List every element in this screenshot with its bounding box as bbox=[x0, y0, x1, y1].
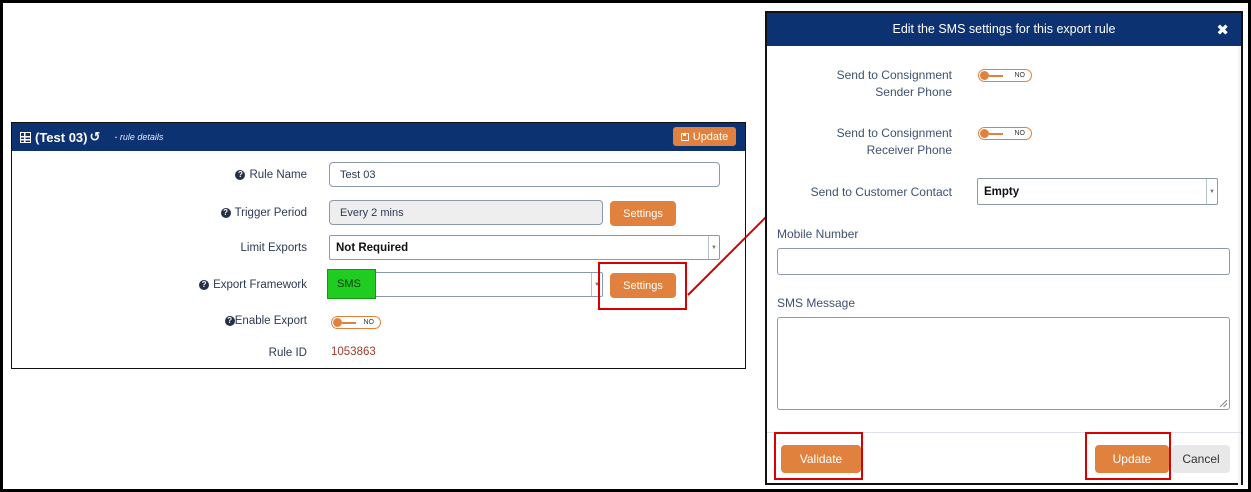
modal-scroll-edge bbox=[1238, 46, 1241, 486]
receiver-phone-label-line1: Send to Consignment bbox=[836, 126, 952, 140]
rule-id-value: 1053863 bbox=[331, 346, 376, 358]
modal-footer-divider bbox=[767, 432, 1241, 433]
help-icon[interactable]: ? bbox=[235, 170, 246, 180]
rule-name-label-text: Rule Name bbox=[249, 169, 307, 181]
export-framework-value: SMS bbox=[327, 269, 376, 299]
toggle-bar bbox=[989, 75, 1003, 77]
limit-exports-select[interactable]: Not Required ▼ bbox=[329, 235, 720, 260]
customer-contact-value: Empty bbox=[984, 185, 1020, 198]
customer-contact-select[interactable]: Empty ▼ bbox=[977, 178, 1218, 205]
trigger-period-input: Every 2 mins bbox=[329, 200, 603, 225]
toggle-text: NO bbox=[1014, 72, 1026, 79]
receiver-phone-toggle[interactable]: NO bbox=[978, 127, 1032, 140]
help-icon[interactable]: ? bbox=[220, 208, 231, 218]
rule-name-input[interactable]: Test 03 bbox=[329, 162, 720, 187]
sms-settings-modal: Edit the SMS settings for this export ru… bbox=[765, 11, 1243, 486]
toggle-knob bbox=[980, 71, 989, 80]
rule-name-label: ? Rule Name bbox=[235, 162, 307, 188]
rule-id-row: Rule ID 1053863 bbox=[12, 340, 745, 366]
chevron-down-icon: ▼ bbox=[708, 236, 719, 259]
toggle-bar bbox=[989, 133, 1003, 135]
toggle-text: NO bbox=[1014, 130, 1026, 137]
arrow-line bbox=[687, 204, 779, 296]
trigger-settings-button[interactable]: Settings bbox=[610, 201, 676, 226]
help-icon[interactable]: ? bbox=[199, 280, 210, 290]
rule-id-label: Rule ID bbox=[268, 347, 307, 359]
framework-settings-button[interactable]: Settings bbox=[610, 273, 676, 298]
rule-name-row: ? Rule Name Test 03 bbox=[12, 162, 745, 188]
modal-title: Edit the SMS settings for this export ru… bbox=[892, 22, 1116, 36]
enable-export-label: ? Enable Export bbox=[224, 308, 307, 334]
close-icon[interactable]: ✖ bbox=[1216, 22, 1229, 39]
sender-phone-label-line2: Sender Phone bbox=[875, 85, 952, 99]
receiver-phone-label-line2: Receiver Phone bbox=[866, 143, 952, 157]
chevron-down-icon: ▼ bbox=[591, 273, 602, 296]
sms-message-textarea[interactable] bbox=[777, 317, 1230, 410]
cancel-button[interactable]: Cancel bbox=[1172, 445, 1230, 473]
toggle-text: NO bbox=[363, 319, 375, 326]
toggle-knob bbox=[333, 318, 342, 327]
trigger-period-label: ? Trigger Period bbox=[220, 200, 307, 226]
validate-button[interactable]: Validate bbox=[781, 445, 861, 473]
modal-header: Edit the SMS settings for this export ru… bbox=[767, 13, 1241, 46]
rule-header: (Test 03) ↺ - rule details Update bbox=[12, 123, 745, 151]
sender-phone-toggle[interactable]: NO bbox=[978, 69, 1032, 82]
trigger-period-row: ? Trigger Period Every 2 mins Settings bbox=[12, 200, 745, 226]
mobile-number-input[interactable] bbox=[777, 248, 1230, 275]
sender-phone-label: Send to Consignment Sender Phone bbox=[837, 67, 952, 101]
enable-export-row: ? Enable Export NO bbox=[12, 308, 745, 334]
mobile-number-label: Mobile Number bbox=[777, 227, 859, 241]
sms-message-label: SMS Message bbox=[777, 296, 856, 310]
toggle-knob bbox=[980, 129, 989, 138]
enable-export-toggle[interactable]: NO bbox=[331, 316, 381, 329]
sender-phone-label-line1: Send to Consignment bbox=[836, 68, 952, 82]
chevron-down-icon: ▼ bbox=[1206, 179, 1217, 204]
history-icon[interactable]: ↺ bbox=[89, 129, 101, 144]
resize-handle-icon[interactable] bbox=[1220, 400, 1227, 407]
save-icon bbox=[680, 132, 689, 141]
header-update-label: Update bbox=[692, 130, 729, 143]
toggle-bar bbox=[342, 322, 356, 324]
enable-export-label-text: Enable Export bbox=[234, 315, 307, 327]
table-icon bbox=[20, 131, 31, 143]
help-icon[interactable]: ? bbox=[224, 316, 235, 326]
trigger-period-label-text: Trigger Period bbox=[234, 207, 307, 219]
receiver-phone-label: Send to Consignment Receiver Phone bbox=[837, 125, 952, 159]
rule-details-panel: (Test 03) ↺ - rule details Update ? Rule… bbox=[11, 122, 746, 369]
rule-title: (Test 03) bbox=[35, 129, 88, 145]
header-update-button[interactable]: Update bbox=[673, 127, 736, 146]
customer-contact-label: Send to Customer Contact bbox=[810, 185, 952, 199]
export-framework-row: ? Export Framework ▼ SMS Settings bbox=[12, 269, 745, 299]
limit-exports-label: Limit Exports bbox=[240, 242, 307, 254]
update-button[interactable]: Update bbox=[1095, 445, 1169, 473]
export-framework-label: ? Export Framework bbox=[199, 272, 307, 298]
limit-exports-row: Limit Exports Not Required ▼ bbox=[12, 235, 745, 261]
export-framework-label-text: Export Framework bbox=[213, 279, 307, 291]
limit-exports-value: Not Required bbox=[336, 241, 409, 254]
rule-title-wrap: (Test 03) ↺ - rule details bbox=[20, 129, 163, 145]
rule-subtitle: - rule details bbox=[114, 132, 164, 142]
